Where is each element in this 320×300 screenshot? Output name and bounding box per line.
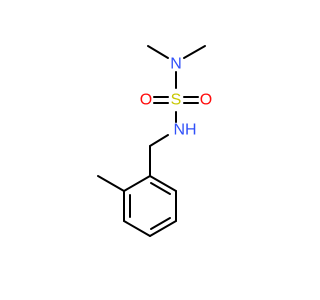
atom-o-left: O	[140, 92, 152, 109]
bond-nh-ch2	[149, 134, 169, 147]
atom-o-right: O	[200, 92, 212, 109]
ring-bond-c1-c2	[123, 175, 151, 192]
ring-inner-bond-c4-c5	[150, 217, 171, 230]
atom-labels: N S O O NH	[140, 56, 212, 139]
molecule-structure-diagram: N S O O NH	[97, 45, 212, 237]
bonds	[97, 45, 206, 237]
bond-ring-methyl	[97, 175, 125, 192]
atom-nh: NH	[173, 122, 196, 139]
bond-n-methyl-right	[183, 45, 206, 59]
ring-inner-bond-c6-c1	[150, 182, 171, 195]
ring-bond-c4-c5	[149, 220, 177, 237]
atom-n-dimethyl: N	[170, 56, 182, 73]
bond-methyl-left-n	[147, 45, 169, 59]
atom-s: S	[171, 92, 182, 109]
ring-bond-c3-c4	[123, 220, 151, 237]
ring-bond-c6-c1	[149, 175, 177, 192]
